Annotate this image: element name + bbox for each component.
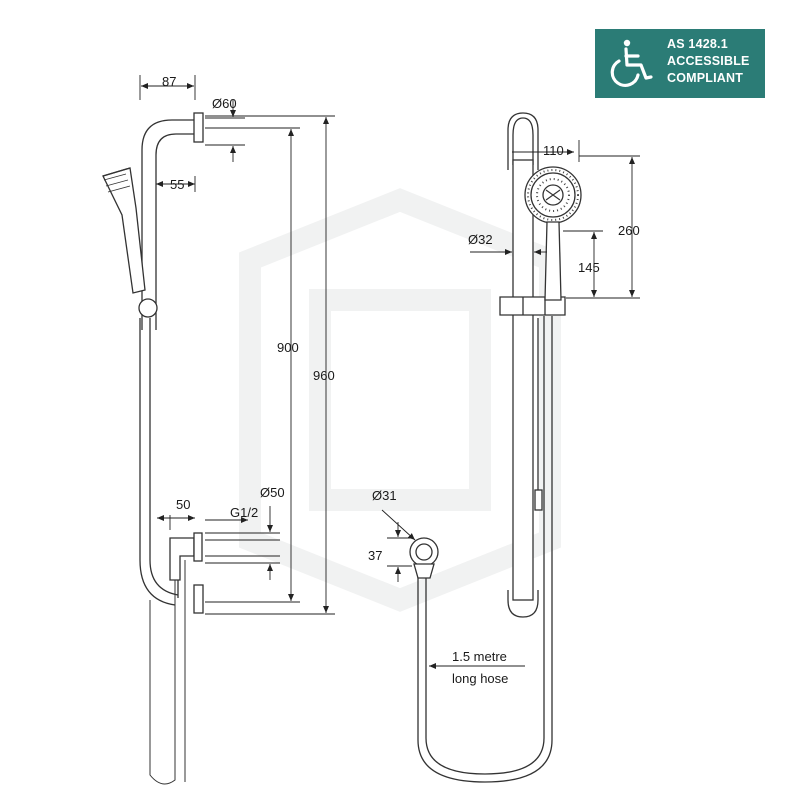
rail [512,159,534,601]
bottom-outlet-flange [193,532,203,562]
bottom-wall-flange [193,584,204,614]
dim-260: 260 [618,223,640,238]
dim-50-diameter: Ø50 [260,485,285,500]
side-dimensions [139,75,335,615]
dim-145: 145 [578,260,600,275]
dim-110: 110 [543,143,564,158]
dim-60-diameter: Ø60 [212,96,237,111]
top-wall-flange [193,112,204,143]
dim-900: 900 [277,340,299,355]
accessibility-badge: AS 1428.1 ACCESSIBLE COMPLIANT [595,29,765,98]
dim-55: 55 [170,177,184,192]
badge-standard: AS 1428.1 [667,37,728,51]
wall-outlet [409,537,439,567]
front-view [409,112,582,783]
badge-accessible: ACCESSIBLE [667,54,750,68]
front-hose [417,316,553,783]
top-elbow-arm [141,119,194,300]
side-dimension-labels: 87 Ø60 55 900 960 50 G1/2 Ø50 [162,74,335,520]
front-dimension-labels: 110 260 Ø32 145 Ø31 37 1.5 metre long ho… [368,143,640,686]
hose-length-line2: long hose [452,671,508,686]
side-view [102,112,204,785]
dim-32-diameter: Ø32 [468,232,493,247]
hose-length-line1: 1.5 metre [452,649,507,664]
dim-37: 37 [368,548,382,563]
shower-handle [544,221,562,301]
bottom-elbow [169,537,195,581]
side-hose [139,318,176,606]
side-slider-clip [138,298,158,318]
side-hand-shower [102,167,146,294]
front-dimensions [381,140,640,669]
dim-31-diameter: Ø31 [372,488,397,503]
badge-compliant: COMPLIANT [667,71,744,85]
rail-slider [499,296,566,316]
wheelchair-icon [610,39,653,87]
dim-87: 87 [162,74,176,89]
rail-top-cap [512,117,534,165]
dim-g12: G1/2 [230,505,258,520]
dim-50: 50 [176,497,190,512]
rail-bottom-cap [507,590,539,618]
watermark [239,188,561,612]
dim-960: 960 [313,368,335,383]
